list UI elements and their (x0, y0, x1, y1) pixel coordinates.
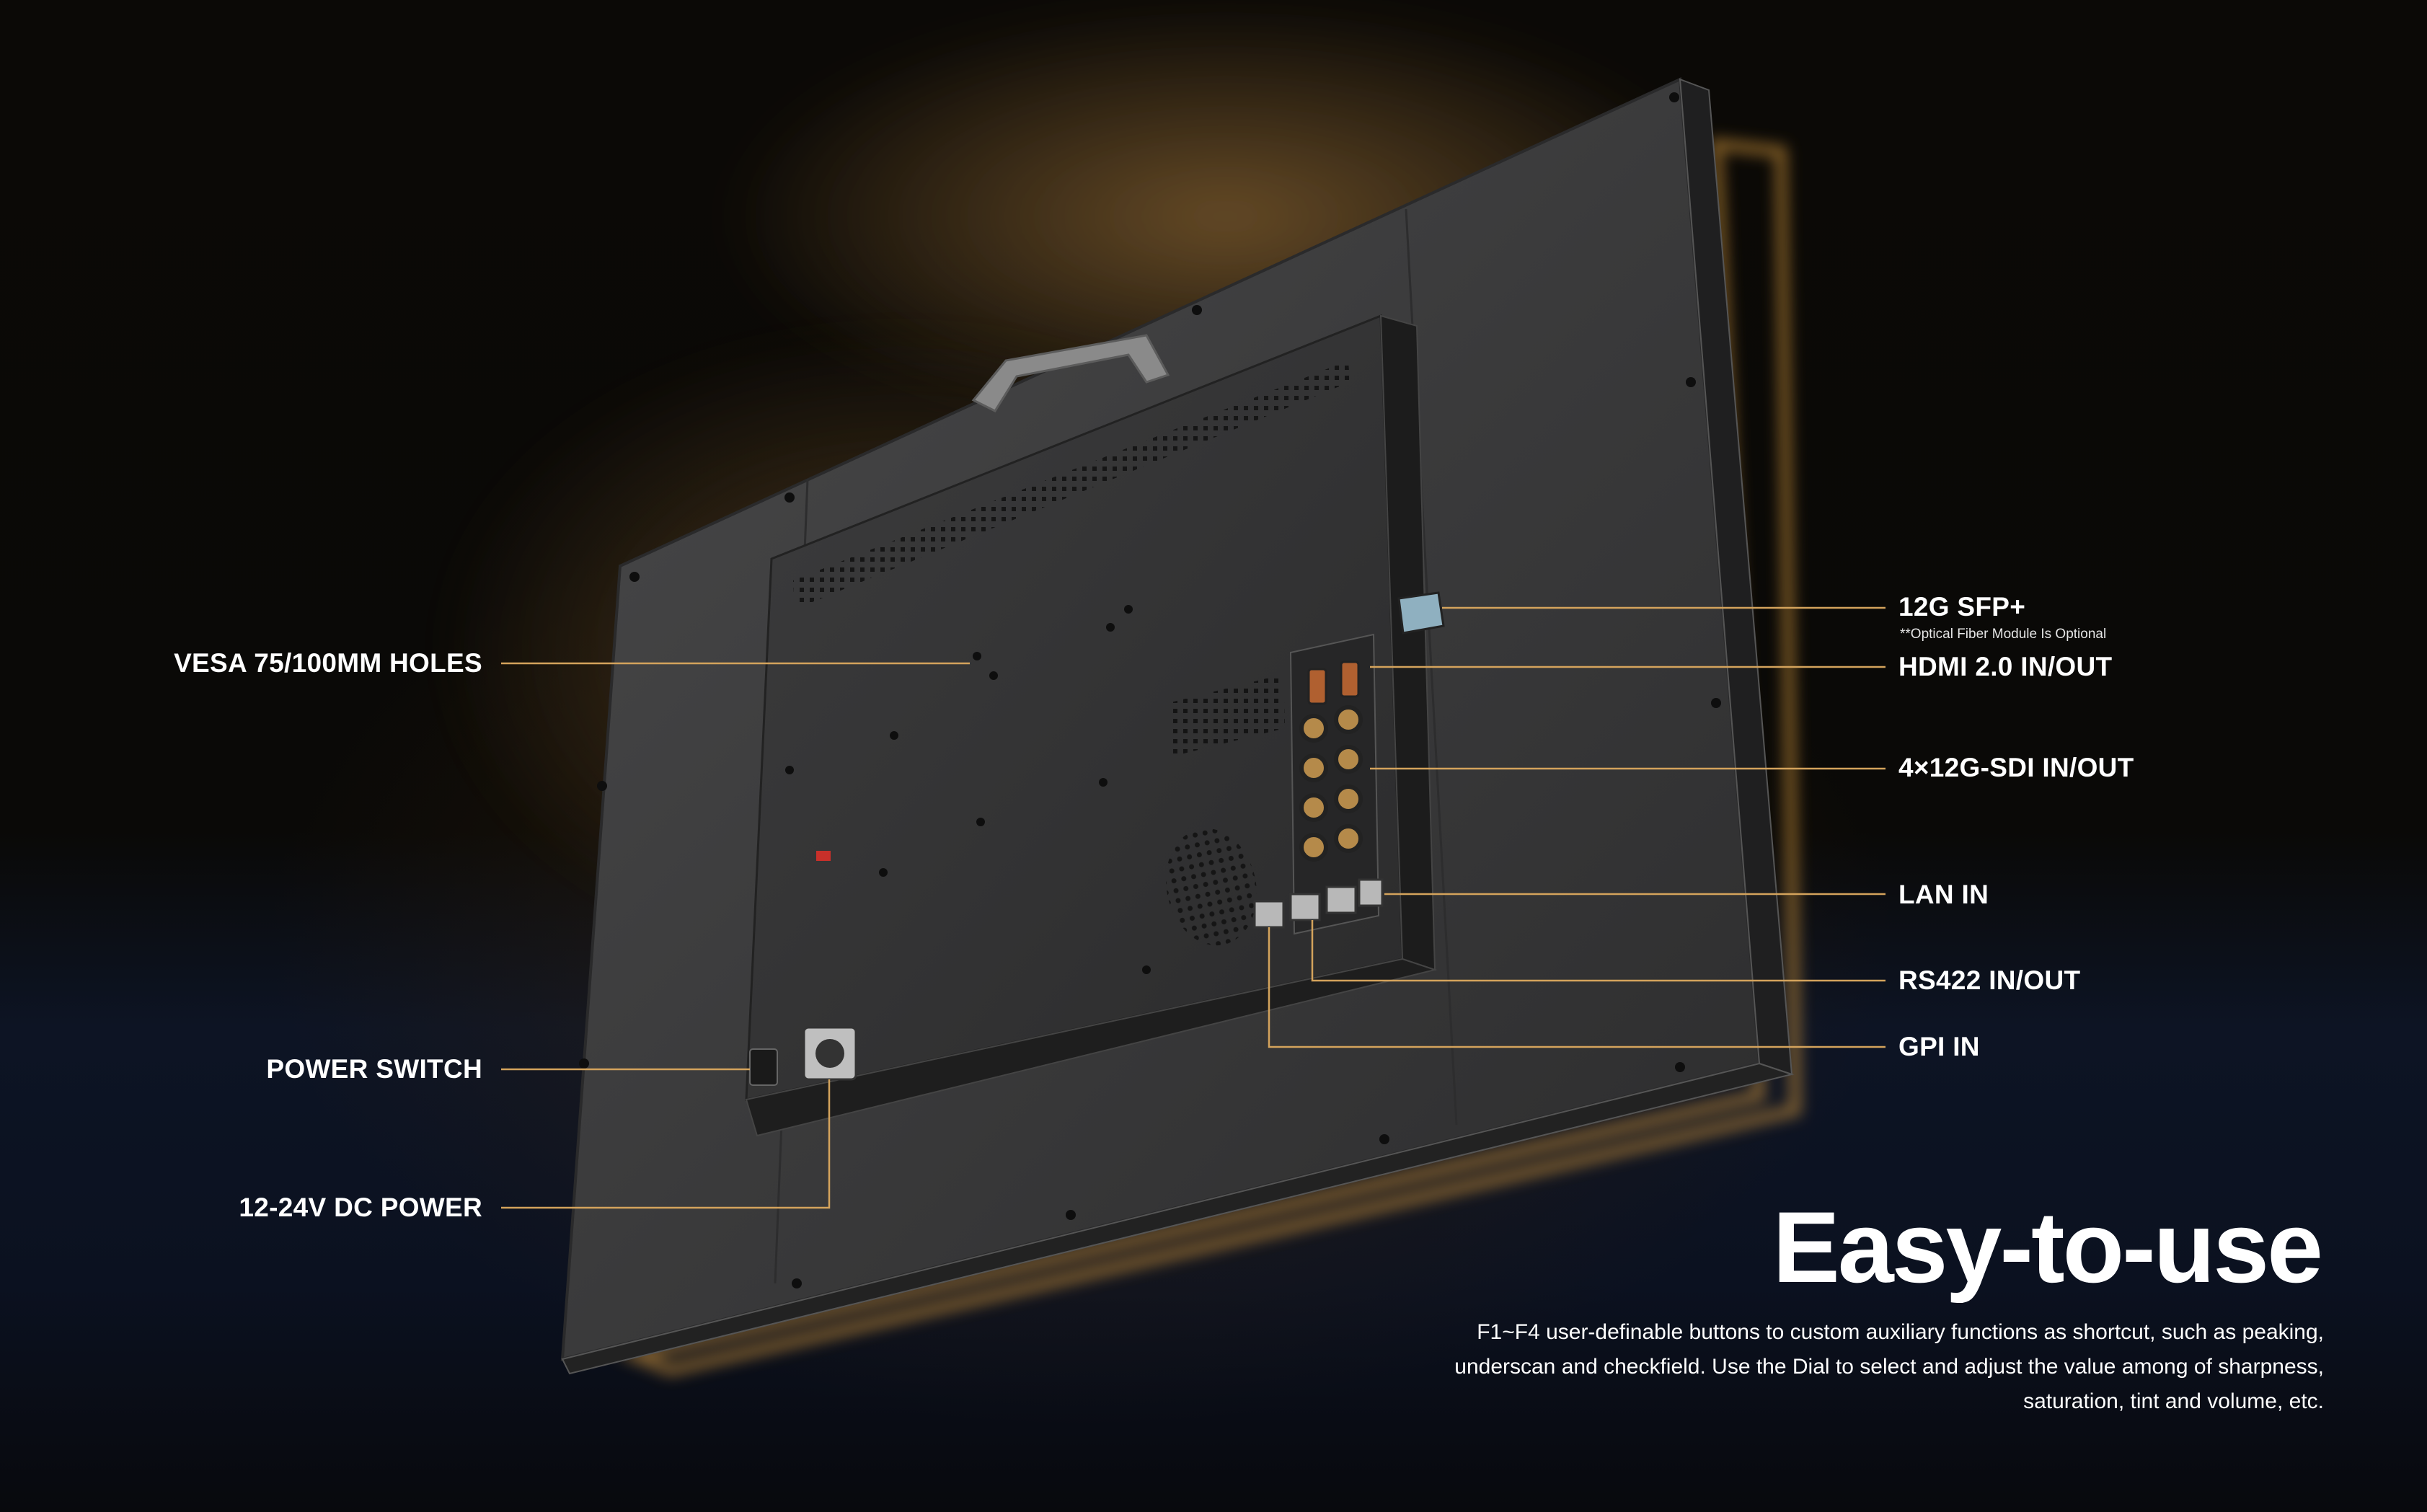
dc-power-leader-line (501, 1079, 831, 1209)
bnc-connector (1334, 745, 1363, 774)
rs422-leader-line (1311, 920, 1886, 982)
rim-glow (615, 138, 1802, 1376)
bnc-connector (1334, 784, 1363, 813)
gpi-label: GPI IN (1898, 1032, 1980, 1061)
hdmi-port (1307, 668, 1327, 705)
dc-power-socket (815, 1039, 844, 1068)
hdmi-port (1340, 660, 1360, 698)
bnc-connector (1299, 793, 1328, 822)
gpi-leader-line (1268, 927, 1886, 1048)
power-switch-label: POWER SWITCH (266, 1054, 482, 1084)
red-indicator (816, 851, 831, 861)
power-switch (749, 1048, 778, 1086)
rs422-port (1325, 885, 1357, 914)
bnc-connector (1299, 833, 1328, 862)
gpi-port (1253, 900, 1285, 929)
rear-box-bottom (745, 958, 1438, 1137)
feature-description: F1~F4 user-definable buttons to custom a… (1454, 1320, 2324, 1413)
lan-label: LAN IN (1898, 880, 1989, 909)
bnc-connector (1299, 714, 1328, 743)
sfp-label: 12G SFP+ (1898, 592, 2026, 622)
bnc-connector (1334, 824, 1363, 853)
hdmi-label: HDMI 2.0 IN/OUT (1898, 652, 2113, 681)
carry-handle (971, 334, 1170, 412)
lan-port (1358, 878, 1384, 907)
dc-power-label: 12-24V DC POWER (239, 1193, 482, 1222)
rs422-port (1289, 893, 1321, 921)
mounting-screws (579, 92, 1721, 1288)
rj45-ports (1253, 878, 1384, 929)
bnc-connector (1299, 753, 1328, 782)
side-vent-block (1168, 674, 1285, 757)
top-vent-strip (793, 361, 1350, 609)
sdi-label: 4×12G-SDI IN/OUT (1898, 753, 2134, 782)
sfp-note: **Optical Fiber Module Is Optional (1900, 627, 2107, 642)
vesa-holes-label: VESA 75/100MM HOLES (174, 648, 482, 678)
speaker-grill (1166, 828, 1257, 946)
bnc-connector (1334, 705, 1363, 734)
callout-lines (501, 606, 1886, 1209)
sdi-connectors (1299, 705, 1363, 862)
sfp-module (1397, 591, 1445, 635)
monitor-bottom-edge (561, 1062, 1795, 1375)
rs422-label: RS422 IN/OUT (1898, 965, 2081, 995)
headline: Easy-to-use (1772, 1190, 2323, 1304)
